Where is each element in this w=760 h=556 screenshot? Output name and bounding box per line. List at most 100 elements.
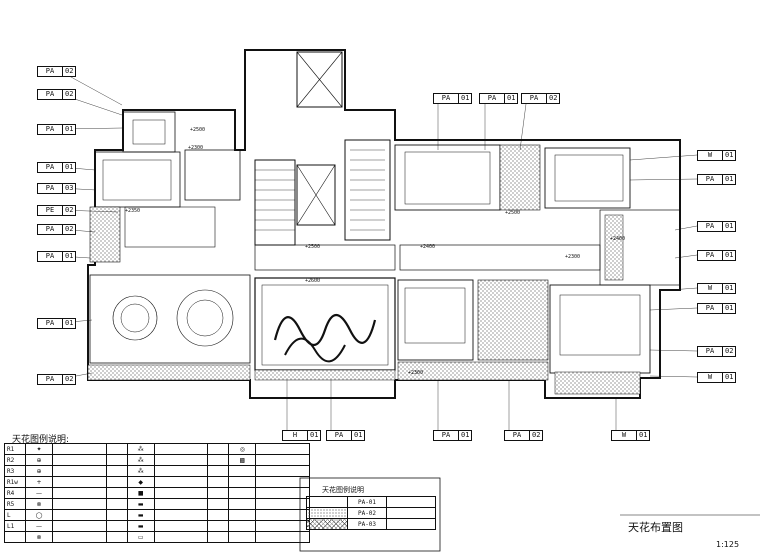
bar-icon: ▬ [126,520,155,532]
stair-core [254,159,296,246]
tag-number: 01 [65,319,74,327]
tag-code: PA [38,184,63,193]
tag-code: W [612,431,637,440]
stair-core-right [344,139,391,241]
legend-row: R4—■ [4,487,310,499]
legend-code [207,443,230,455]
tag-code: PA [38,225,63,234]
legend-description [153,498,209,510]
tag-number: 01 [65,163,74,171]
tag-number: 02 [65,225,74,233]
legend-code: R1 [4,443,26,455]
spray-icon: ⁂ [126,443,155,455]
bar-icon: ▬ [126,498,155,510]
tag-number: 01 [725,284,734,292]
black-box-icon: ■ [126,487,155,499]
legend-description [255,487,310,499]
legend-code [207,476,230,488]
material-swatch [306,518,348,530]
tag-number: 01 [65,252,74,260]
tag-code: PA [38,375,63,384]
tag-code: PA [38,90,63,99]
tag-code: PA [38,252,63,261]
tag-code: PA [698,347,723,356]
legend-code [105,465,128,477]
legend-code [105,443,128,455]
tag-number: 03 [65,184,74,192]
tag-code: PA [698,175,723,184]
legend-description [52,454,107,466]
tag-number: 02 [725,347,734,355]
legend-row: R2⊕⁂▩ [4,454,310,466]
lighting-legend-title: 天花图例说明: [12,435,70,445]
svg-text:+2500: +2500 [305,244,320,250]
legend-description [153,531,209,543]
legend-code: R1w [4,476,26,488]
tag-code: PA [38,163,63,172]
outer-wall [87,49,681,399]
tag-number: 01 [725,373,734,381]
legend-symbol [228,498,257,510]
tag-number: 01 [725,151,734,159]
tag-number: 01 [507,94,516,102]
spray-icon: ⁂ [126,454,155,466]
tag-number: 01 [725,304,734,312]
bedroom-3 [397,279,474,361]
tag-number: 01 [354,431,363,439]
lighting-legend-table: R1✦⁂◎R2⊕⁂▩R3⊕⁂R1w+◆R4—■R5⊗▬L◯▬L1—▬⊗▭ [4,443,310,543]
tag-code: PA [698,251,723,260]
cross-icon: ⊕ [25,465,53,477]
tag-code: PA [505,431,530,440]
tag-number: 02 [65,90,74,98]
legend-description [255,531,310,543]
tag-number: 02 [65,375,74,383]
svg-text:+2350: +2350 [125,208,140,214]
legend-description [255,520,310,532]
tag-code: PA [480,94,505,103]
legend-description [255,465,310,477]
line-icon: — [25,520,53,532]
sheet-title: 天花布置图 [628,521,683,534]
tag-code: PA [38,125,63,134]
vent-icon: ◎ [228,443,257,455]
legend-row: ⊗▭ [4,531,310,543]
circle-icon: ◯ [25,509,53,521]
tag-number: 02 [65,206,74,214]
svg-text:+2300: +2300 [188,145,203,151]
tag-code: PA [522,94,547,103]
tag-number: 02 [549,94,558,102]
material-code: PA-03 [347,518,387,530]
material-row: PA-01 [306,496,436,508]
tag-code: PA [698,222,723,231]
legend-description [255,443,310,455]
legend-code [105,476,128,488]
legend-description [255,454,310,466]
tag-code: PA [434,94,459,103]
bedroom-4 [549,284,651,374]
material-row: PA-03 [306,518,436,530]
legend-code [207,465,230,477]
legend-code [105,498,128,510]
legend-code [105,509,128,521]
legend-description [255,498,310,510]
legend-code [207,509,230,521]
material-row: PA-02 [306,507,436,519]
tag-code: W [698,373,723,382]
legend-row: R3⊕⁂ [4,465,310,477]
